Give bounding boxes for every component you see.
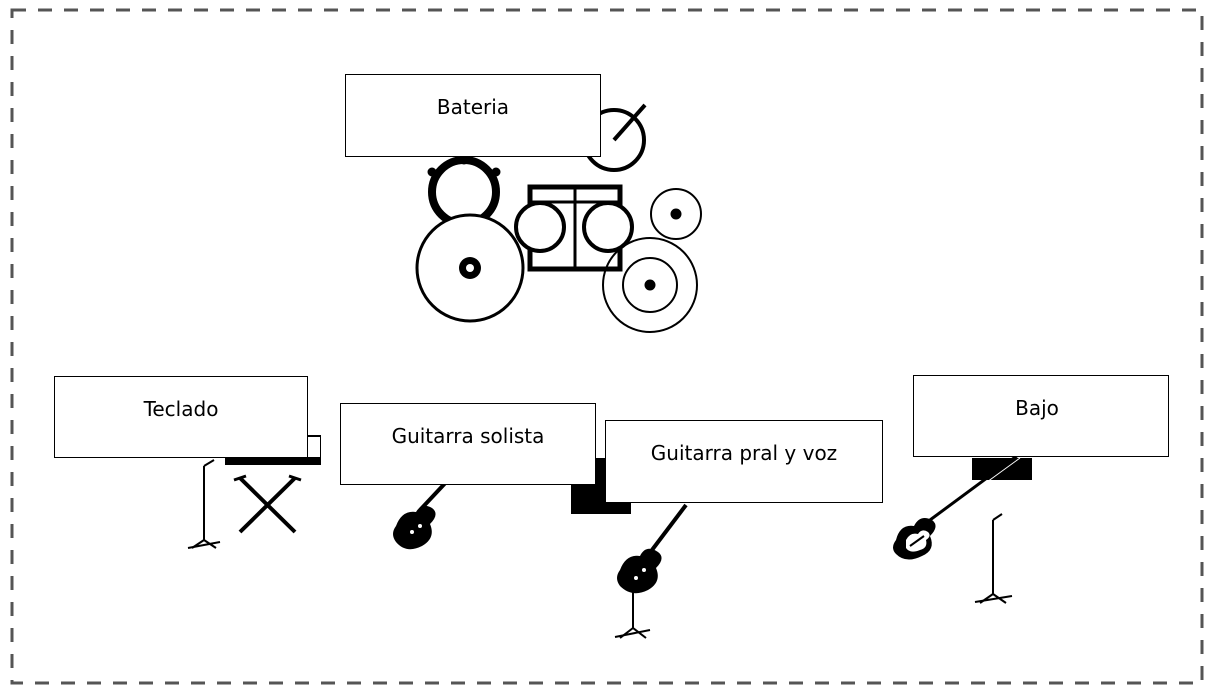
stage-border: [10, 8, 1204, 685]
guitarra-solista-label: Guitarra solista: [391, 424, 545, 448]
bateria-label: Bateria: [436, 95, 510, 119]
amplifier-icon: [972, 458, 1032, 480]
mic-stand-icon: [974, 513, 1013, 604]
mic-stand-icon: [614, 588, 651, 639]
drum-kit-icon: [415, 103, 702, 333]
guitar-icon: [617, 503, 688, 594]
guitarra-pral-label: Guitarra pral y voz: [650, 441, 838, 465]
mic-stand-icon: [187, 459, 221, 549]
bajo-label-box: Bajo: [913, 375, 1169, 457]
teclado-label: Teclado: [143, 397, 219, 421]
guitar-icon: [393, 476, 452, 550]
teclado-label-box: Teclado: [54, 376, 308, 458]
bass-icon: [893, 453, 1021, 560]
bajo-label: Bajo: [1015, 396, 1059, 420]
bateria-label-box: Bateria: [345, 74, 601, 157]
guitarra-solista-label-box: Guitarra solista: [340, 403, 596, 485]
guitarra-pral-label-box: Guitarra pral y voz: [605, 420, 883, 503]
